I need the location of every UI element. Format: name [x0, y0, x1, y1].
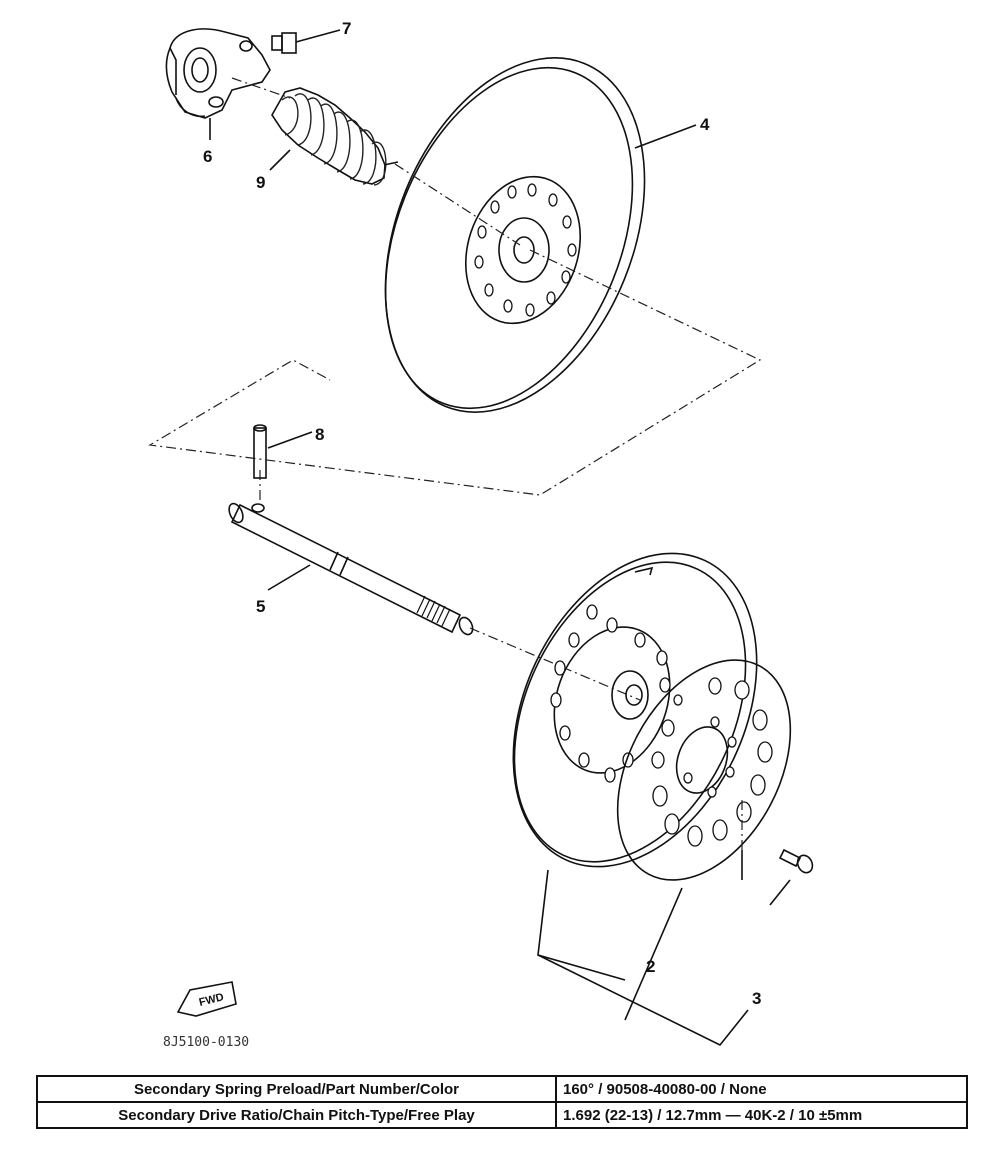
spring-part-9 [271, 87, 399, 186]
bolt-part-3 [741, 800, 814, 874]
callout-labels: 7 6 9 4 8 5 2 3 [203, 19, 761, 1008]
spec-row: Secondary Drive Ratio/Chain Pitch-Type/F… [36, 1101, 968, 1129]
cover-plate-part-2 [616, 659, 792, 881]
sliding-sheave [512, 552, 758, 868]
figure-code: 8J5100-0130 [163, 1035, 249, 1050]
leader-lines [209, 29, 791, 1047]
spec-label: Secondary Drive Ratio/Chain Pitch-Type/F… [36, 1101, 557, 1129]
shaft-part-5 [228, 502, 474, 636]
spec-value: 1.692 (22-13) / 12.7mm — 40K-2 / 10 ±5mm [555, 1101, 968, 1129]
callout-6: 6 [203, 147, 212, 166]
forward-direction-arrow-icon: FWD [176, 981, 237, 1017]
callout-8: 8 [315, 425, 324, 444]
assembly-center-lines [148, 77, 762, 701]
callout-7: 7 [342, 19, 351, 38]
spec-row: Secondary Spring Preload/Part Number/Col… [36, 1075, 968, 1103]
spec-value: 160° / 90508-40080-00 / None [555, 1075, 968, 1103]
spec-table: Secondary Spring Preload/Part Number/Col… [36, 1075, 968, 1129]
callout-9: 9 [256, 173, 265, 192]
fwd-label: FWD [198, 991, 225, 1009]
bolt-part-7 [271, 32, 297, 54]
callout-3: 3 [752, 989, 761, 1008]
pin-part-8 [253, 424, 267, 479]
exploded-parts-diagram: 7 6 9 4 8 5 2 3 FWD 8J5100-0130 [148, 19, 814, 1050]
callout-4: 4 [700, 115, 710, 134]
callout-5: 5 [256, 597, 265, 616]
spec-label: Secondary Spring Preload/Part Number/Col… [36, 1075, 557, 1103]
callout-2: 2 [646, 957, 655, 976]
fixed-sheave-part-4 [384, 57, 646, 413]
cam-bracket-part-6 [165, 28, 271, 119]
